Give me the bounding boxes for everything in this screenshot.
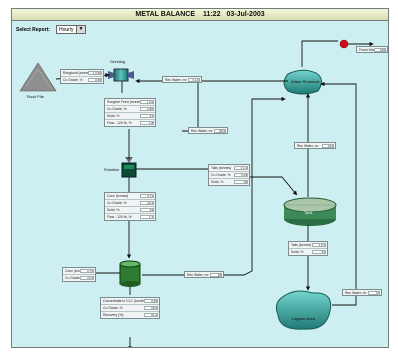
metal-balance-window: METAL BALANCE 11:22 03-Jul-2003 Select Re… (11, 8, 389, 348)
grinding-mill-icon (108, 68, 134, 82)
tails-box: Tails (tonnes)1 1.3 Cu Grade, %0.09 Soli… (208, 164, 250, 186)
rock-pile-label: Rock Pile (27, 94, 44, 99)
conc-tonnes-row: Conc (tonnes)0.71 (105, 194, 155, 200)
concentrate-tonnes-row: Concentrate to CLC (tonnes)0.68 (101, 299, 159, 305)
process-flow-diagram (19, 39, 374, 347)
title-bar: METAL BALANCE 11:22 03-Jul-2003 (12, 9, 388, 21)
tails-tonnes-row: Tails (tonnes)1 1.3 (209, 166, 249, 172)
conc-small-box: Conc (tonnes)0.70 Cu Grade, %23.3 (62, 267, 96, 282)
conc-solid-row: Solid, %33 (105, 208, 155, 214)
conc-flow-row: Flow - 120 ft³, %1.3 (107, 215, 154, 219)
thickener-icon (283, 197, 337, 226)
tails-right-tonnes-row: Tails (tonnes)1 0.5 (289, 243, 327, 249)
conc-grade-row: Cu Grade, %23.4 (105, 201, 155, 207)
tank-label: Tank (304, 210, 313, 215)
page-title: METAL BALANCE (135, 11, 195, 18)
concentrate-box: Concentrate to CLC (tonnes)0.68 Cu Grade… (100, 297, 160, 319)
conc-small-grade-row: Cu Grade, %23.3 (65, 276, 94, 280)
tails-solid-row: Solid, %38 (211, 180, 248, 184)
rougher-feed-row: Rougher Feed (tonnes)1 2.0 (105, 100, 155, 106)
valve-icon (339, 39, 349, 49)
lagoon-label: Lagoon Area (292, 316, 315, 321)
report-dropdown[interactable]: Hourly ▼ (56, 25, 86, 34)
concentrate-recovery-row: Recovery (%)91.2 (103, 313, 158, 317)
flotation-label: Flotation (104, 167, 120, 172)
chevron-down-icon[interactable]: ▼ (76, 26, 85, 33)
roughout-tonnes-value: 1 0.56 (88, 71, 102, 75)
tails-right-box: Tails (tonnes)1 0.5 Solid, %52 (288, 241, 328, 256)
rougher-flow-row: Flow - 120 ft³, %1.8 (107, 121, 154, 125)
roughout-grade-value: 0.86 (88, 78, 102, 82)
title-time: 11:22 (202, 11, 221, 18)
rock-pile-icon (19, 62, 57, 92)
rougher-grade-row: Cu Grade, %0.86 (105, 107, 155, 113)
conc-small-tonnes-row: Conc (tonnes)0.70 (63, 269, 95, 275)
conc-tank-icon (119, 260, 141, 287)
conc-box: Conc (tonnes)0.71 Cu Grade, %23.4 Solid,… (104, 192, 156, 221)
report-dropdown-value: Hourly (59, 27, 74, 33)
concentrate-grade-row: Cu Grade, %28.9 (101, 306, 159, 312)
water-reservoir-label: Water Reservoir (291, 79, 320, 84)
roughout-tonnes-row: Roughout (tonnes)1 0.56 (61, 71, 103, 77)
title-date: 03-Jul-2003 (226, 11, 265, 18)
select-report-label: Select Report: (16, 27, 50, 33)
rougher-feed-box: Rougher Feed (tonnes)1 2.0 Cu Grade, %0.… (104, 98, 156, 127)
roughout-grade-row: Cu Grade, %0.86 (63, 78, 102, 82)
tails-grade-row: Cu Grade, %0.09 (209, 173, 249, 179)
roughout-box: Roughout (tonnes)1 0.56 Cu Grade, %0.86 (60, 69, 104, 84)
flotation-cell-icon (121, 157, 137, 178)
tails-right-solid-row: Solid, %52 (291, 250, 326, 254)
grinding-label: Grinding (110, 59, 126, 64)
lagoon-icon (275, 290, 332, 330)
rougher-solid-row: Solid, %41 (105, 114, 155, 120)
water-reservoir-icon (283, 69, 322, 95)
